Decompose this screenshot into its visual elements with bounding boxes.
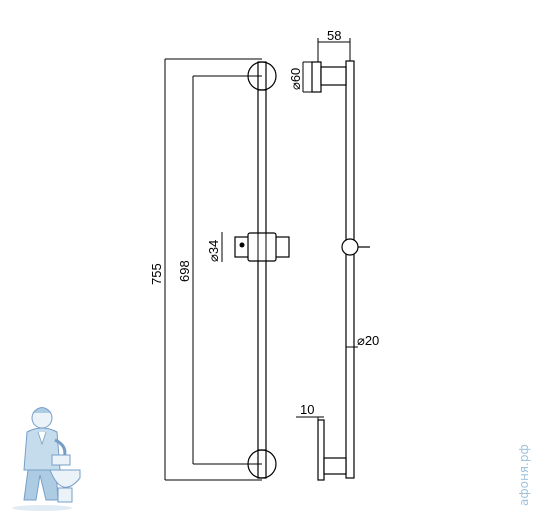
dimension-slider-diameter: ⌀34 bbox=[206, 232, 223, 262]
side-slider-holder bbox=[341, 238, 370, 256]
side-top-arm bbox=[320, 66, 347, 86]
dim-10-label: 10 bbox=[300, 402, 314, 417]
dim-58-label: 58 bbox=[327, 28, 341, 43]
dim-698-label: 698 bbox=[177, 260, 192, 282]
dimension-58: 58 bbox=[317, 28, 351, 62]
plumber-mascot-logo bbox=[12, 407, 81, 511]
side-bottom-arm bbox=[323, 457, 347, 475]
front-slider-holder bbox=[234, 232, 290, 262]
site-watermark: афоня.рф bbox=[517, 444, 531, 506]
dimension-rail-diameter: ⌀20 bbox=[346, 333, 379, 348]
dim-34-label: ⌀34 bbox=[206, 240, 221, 262]
front-view bbox=[234, 61, 290, 479]
side-rail bbox=[345, 60, 355, 479]
dim-20-label: ⌀20 bbox=[357, 333, 379, 348]
front-rail bbox=[257, 62, 267, 474]
dimension-flange-diameter: ⌀60 bbox=[288, 61, 312, 93]
dimension-10: 10 bbox=[296, 402, 324, 420]
dim-755-label: 755 bbox=[149, 263, 164, 285]
side-bottom-flange bbox=[317, 419, 325, 481]
side-top-flange bbox=[311, 61, 322, 93]
dim-60-label: ⌀60 bbox=[288, 68, 303, 90]
dimension-755: 755 bbox=[149, 58, 262, 481]
dimension-698: 698 bbox=[177, 75, 262, 465]
